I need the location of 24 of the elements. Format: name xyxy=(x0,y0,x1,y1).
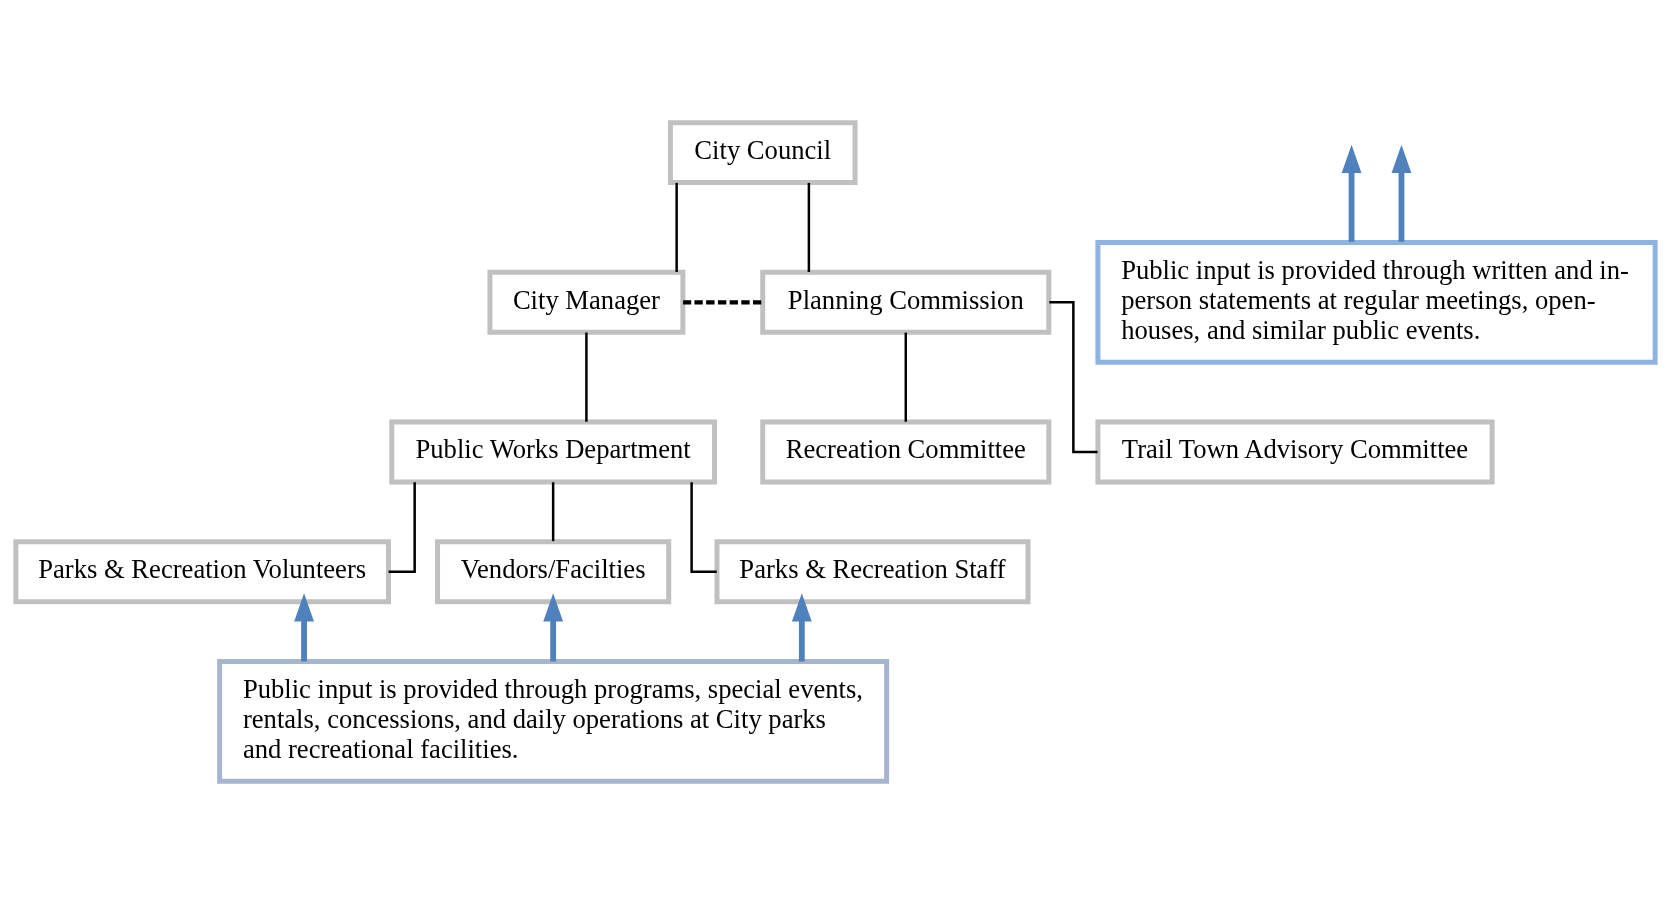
node-box: City Council xyxy=(667,120,858,186)
arrow xyxy=(1391,144,1412,242)
arrow xyxy=(294,593,314,662)
arrow xyxy=(791,593,812,662)
node-box: Public input is provided through programs, special events, rentals, concessions, and daily operations at City parks and recreational facilities. xyxy=(217,659,890,784)
node-box: Trail Town Advisory Committee xyxy=(1095,419,1495,485)
node-box: Public input is provided through written and in-person statements at regular meetings, open-houses, and similar public events. xyxy=(1095,239,1658,365)
node-box: Public Works Department xyxy=(389,419,717,485)
connector xyxy=(904,332,908,422)
connector xyxy=(683,300,763,305)
connector xyxy=(551,482,555,542)
arrow xyxy=(1341,144,1362,242)
node-box: Planning Commission xyxy=(760,269,1052,335)
connector xyxy=(585,332,588,422)
node-box: Parks & Recreation Staff xyxy=(714,539,1031,605)
node-box: Vendors/Facilties xyxy=(435,539,672,605)
arrow xyxy=(543,593,564,662)
node-box: Parks & Recreation Volunteers xyxy=(13,539,391,605)
connector xyxy=(675,182,678,273)
node-box: City Manager xyxy=(487,269,686,335)
connector xyxy=(690,482,717,573)
connector xyxy=(388,482,416,573)
node-box: Recreation Committee xyxy=(760,419,1052,485)
connector xyxy=(807,182,811,273)
